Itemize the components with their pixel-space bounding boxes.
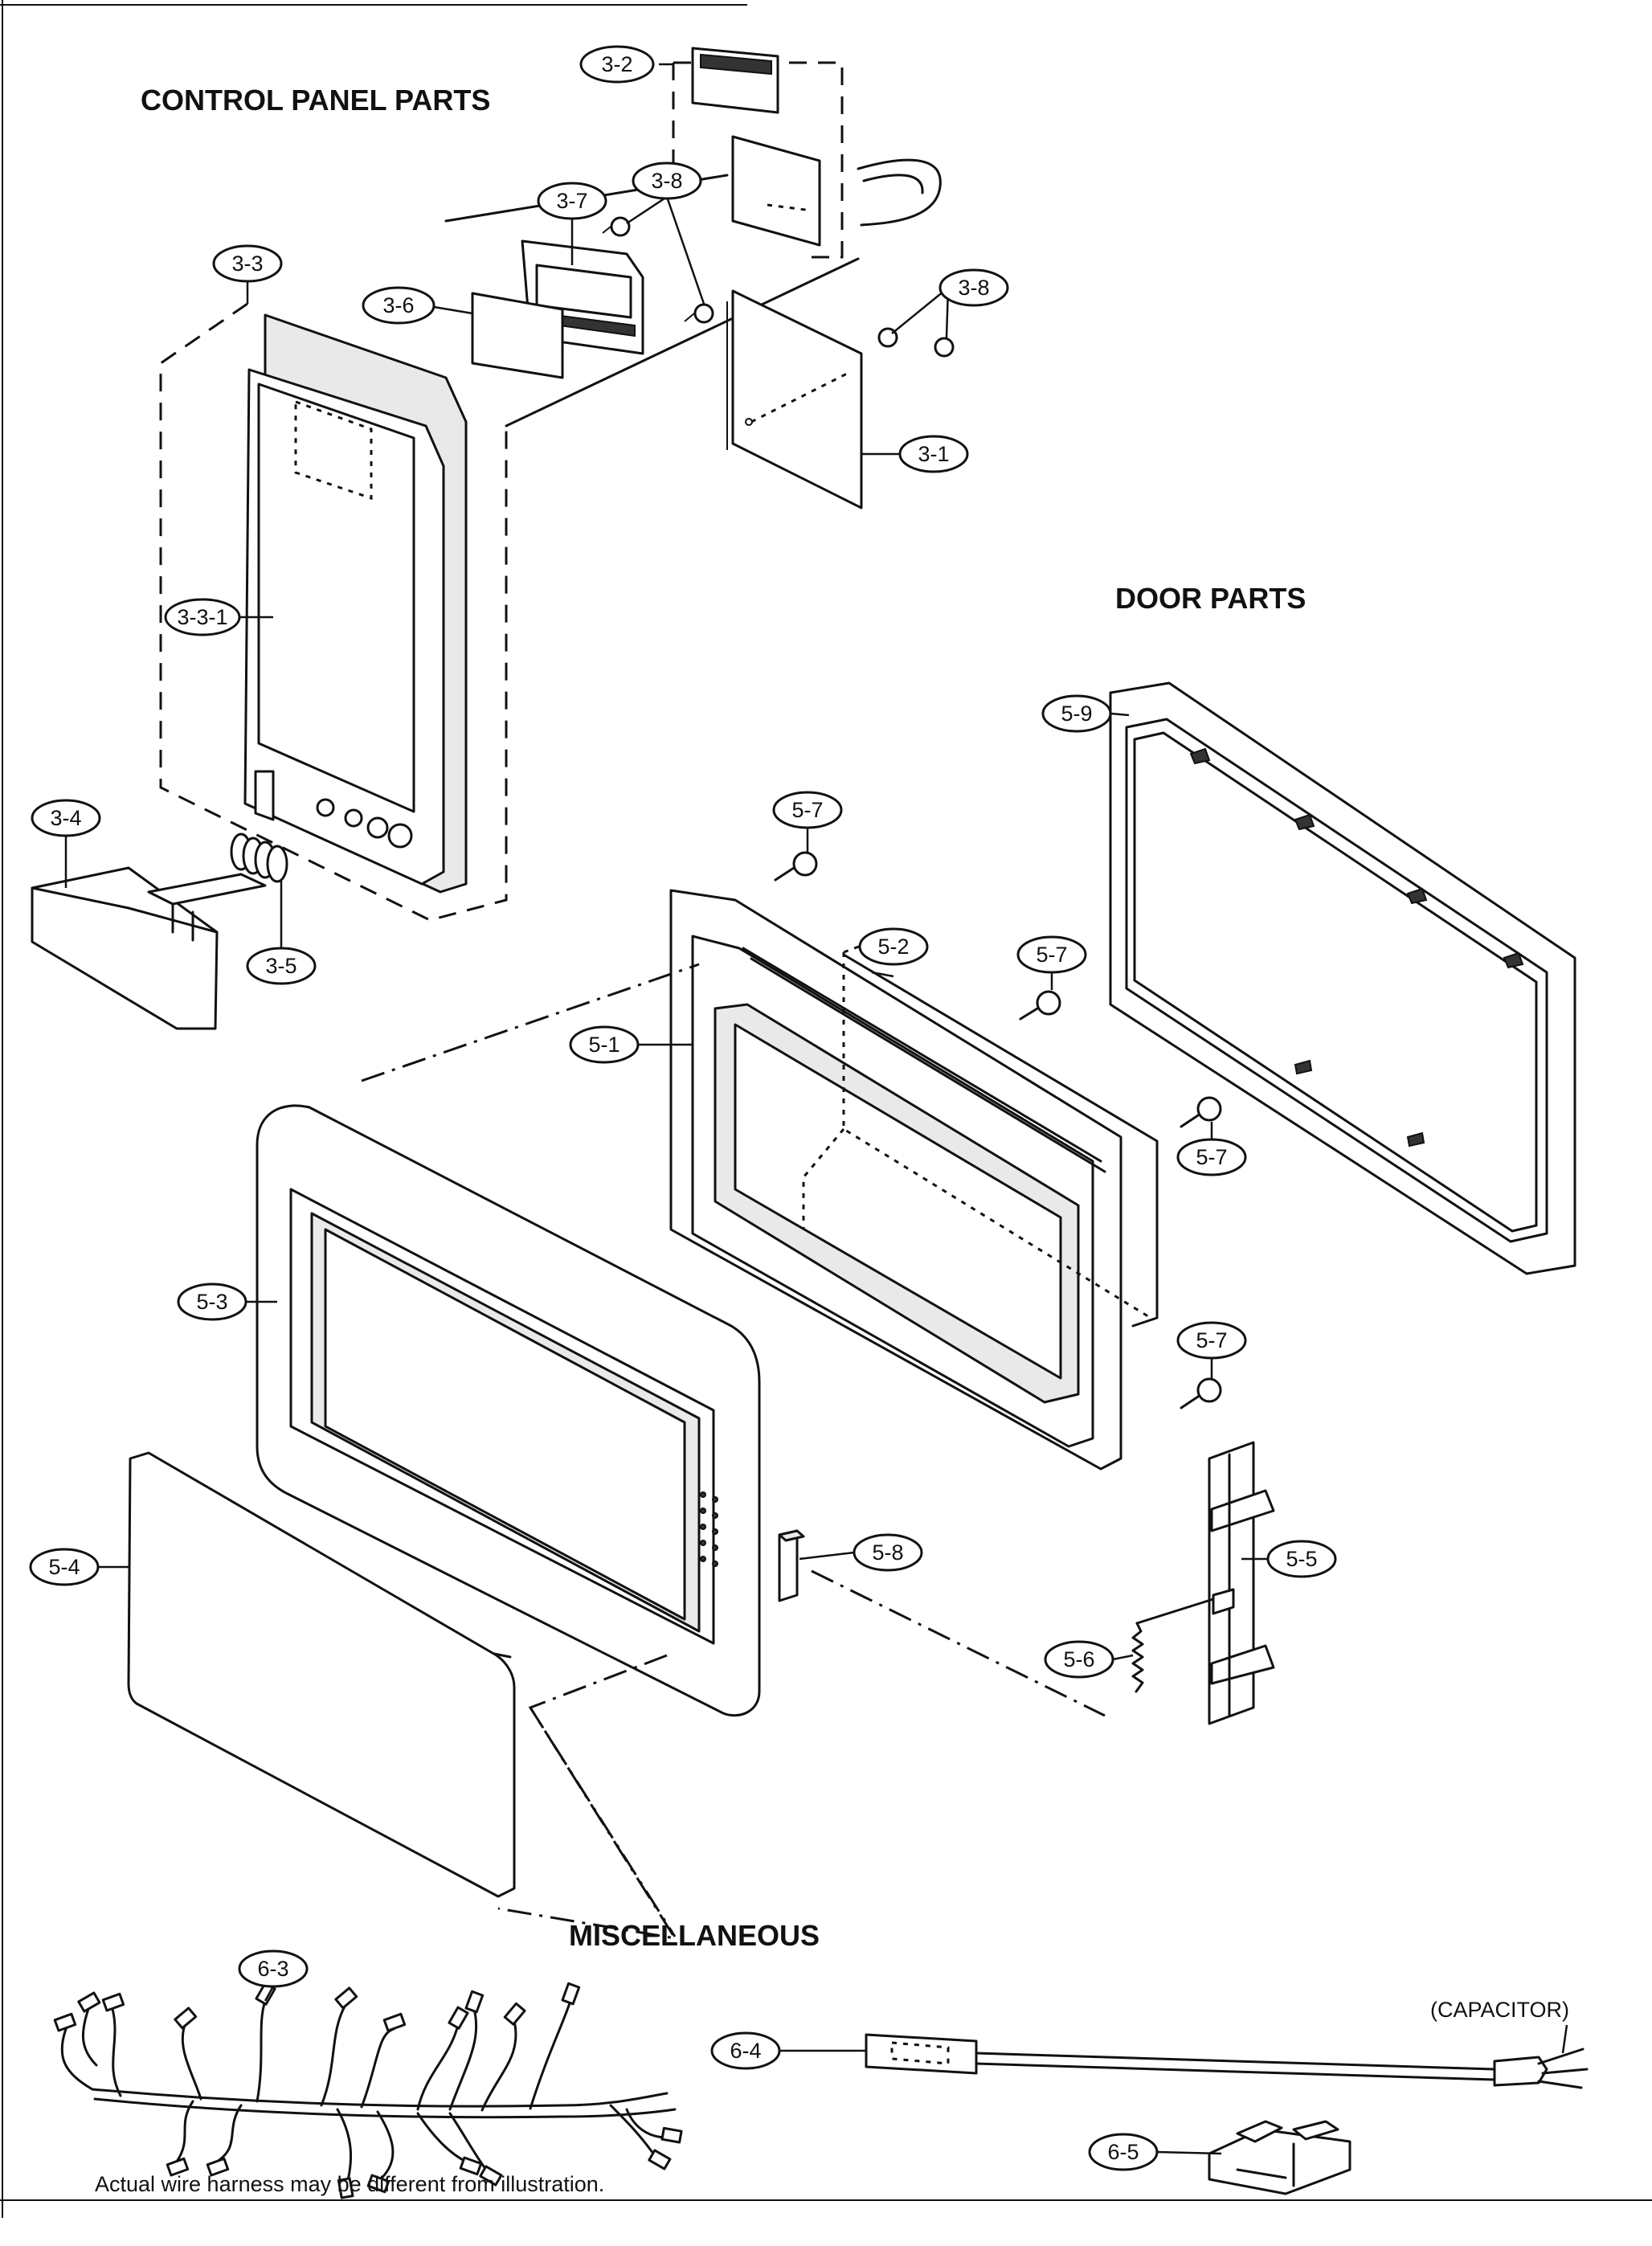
callout-3-8-right: 3-8 xyxy=(938,268,1009,307)
group-box-3-3 xyxy=(159,302,508,922)
screw-5-7b xyxy=(1019,990,1061,1021)
svg-text:3-1: 3-1 xyxy=(918,442,949,466)
svg-text:5-7: 5-7 xyxy=(1036,943,1067,967)
svg-text:5-2: 5-2 xyxy=(877,935,909,959)
svg-text:3-3: 3-3 xyxy=(231,252,263,276)
callout-5-2: 5-2 xyxy=(858,927,929,966)
latch-head-5-5 xyxy=(1208,1441,1275,1725)
heading-door-parts: DOOR PARTS xyxy=(1115,582,1306,615)
callout-6-4: 6-4 xyxy=(710,2031,781,2070)
callout-5-7-right: 5-7 xyxy=(1176,1138,1247,1176)
svg-text:3-4: 3-4 xyxy=(50,806,81,830)
svg-text:5-9: 5-9 xyxy=(1061,702,1092,726)
callout-6-5: 6-5 xyxy=(1088,2133,1159,2171)
spring-3-5 xyxy=(230,833,288,883)
svg-text:3-8: 3-8 xyxy=(958,276,989,300)
svg-text:5-4: 5-4 xyxy=(48,1555,80,1579)
choke-5-2 xyxy=(802,939,1151,1319)
leader-5-8 xyxy=(799,1551,855,1561)
callout-3-6: 3-6 xyxy=(362,286,435,325)
heading-miscellaneous: MISCELLANEOUS xyxy=(569,1919,820,1952)
door-panel-5-3 xyxy=(256,1104,761,1717)
door-frame-5-1 xyxy=(669,889,1122,1471)
group-box-3-2 xyxy=(672,61,844,259)
callout-6-3: 6-3 xyxy=(238,1949,309,1988)
choke-5-2-edge xyxy=(842,953,1159,1328)
svg-text:3-3-1: 3-3-1 xyxy=(177,605,227,629)
vent-holes xyxy=(700,1491,718,1567)
capacitor-label: (CAPACITOR) xyxy=(1430,1998,1569,2022)
fuse-clip-6-5 xyxy=(1208,2120,1351,2195)
leader-3-8a xyxy=(626,195,705,305)
screw-5-7c xyxy=(1180,1096,1222,1128)
svg-text:6-4: 6-4 xyxy=(730,2039,761,2063)
callout-5-4: 5-4 xyxy=(29,1548,100,1586)
bracket-assembly-3-7 xyxy=(471,216,714,379)
callout-3-4: 3-4 xyxy=(31,799,101,837)
callout-5-6: 5-6 xyxy=(1044,1640,1114,1679)
svg-text:3-5: 3-5 xyxy=(265,954,296,978)
display-connector-3-2 xyxy=(691,47,942,247)
leader-5-9 xyxy=(1110,712,1130,717)
assembly-line-lower xyxy=(497,1654,678,1941)
screw-5-7d xyxy=(1180,1377,1222,1409)
door-cover-5-4 xyxy=(127,1451,516,1898)
wire-harness-6-3 xyxy=(53,1982,683,2199)
svg-text:3-6: 3-6 xyxy=(382,293,414,317)
latch-spring-5-6 xyxy=(1131,1598,1215,1693)
callout-5-8: 5-8 xyxy=(853,1533,923,1572)
harness-note: Actual wire harness may be different fro… xyxy=(95,2172,604,2196)
svg-text:5-6: 5-6 xyxy=(1063,1647,1094,1671)
svg-text:5-7: 5-7 xyxy=(1196,1328,1227,1352)
callout-3-5: 3-5 xyxy=(246,947,317,985)
svg-text:6-3: 6-3 xyxy=(257,1957,288,1981)
leader-6-5 xyxy=(1156,2150,1222,2155)
svg-text:5-1: 5-1 xyxy=(588,1033,620,1057)
svg-text:6-5: 6-5 xyxy=(1107,2140,1139,2164)
callout-3-3: 3-3 xyxy=(212,244,283,283)
fuse-holder-6-4 xyxy=(865,2033,1589,2089)
callout-3-2: 3-2 xyxy=(579,45,655,84)
callout-5-7-bottom: 5-7 xyxy=(1176,1321,1247,1360)
leader-3-8b xyxy=(891,287,950,338)
circuit-board-3-1 xyxy=(726,289,955,509)
callout-5-7-top: 5-7 xyxy=(772,791,843,829)
screw-5-7a xyxy=(774,851,818,882)
svg-text:5-8: 5-8 xyxy=(872,1540,903,1565)
callout-5-5: 5-5 xyxy=(1266,1540,1337,1578)
leader-capacitor xyxy=(1561,2024,1568,2054)
callout-5-9: 5-9 xyxy=(1041,694,1112,733)
callout-5-3: 5-3 xyxy=(177,1283,247,1321)
svg-text:3-7: 3-7 xyxy=(556,189,587,213)
leader-5-6 xyxy=(1112,1654,1134,1661)
leader-5-2 xyxy=(871,971,894,978)
choke-cover-5-9 xyxy=(1109,681,1576,1275)
open-button-3-4 xyxy=(31,866,267,1030)
callout-3-8-upper: 3-8 xyxy=(632,162,702,200)
svg-text:3-2: 3-2 xyxy=(601,52,632,76)
svg-text:5-7: 5-7 xyxy=(791,798,823,822)
callout-5-1: 5-1 xyxy=(569,1025,640,1064)
control-panel-frame-3-3 xyxy=(243,313,468,894)
leader-6-3 xyxy=(264,1986,275,2002)
svg-text:5-7: 5-7 xyxy=(1196,1145,1227,1169)
svg-text:5-5: 5-5 xyxy=(1286,1547,1317,1571)
leader-3-6 xyxy=(433,305,473,315)
callout-3-7: 3-7 xyxy=(537,182,607,220)
svg-text:5-3: 5-3 xyxy=(196,1290,227,1314)
svg-text:3-8: 3-8 xyxy=(651,169,682,193)
callout-5-7-mid: 5-7 xyxy=(1016,935,1087,974)
callout-3-3-1: 3-3-1 xyxy=(164,598,241,636)
callout-3-1: 3-1 xyxy=(898,435,969,473)
heading-control-panel-parts: CONTROL PANEL PARTS xyxy=(141,84,490,117)
door-bumper-5-8 xyxy=(778,1529,805,1602)
